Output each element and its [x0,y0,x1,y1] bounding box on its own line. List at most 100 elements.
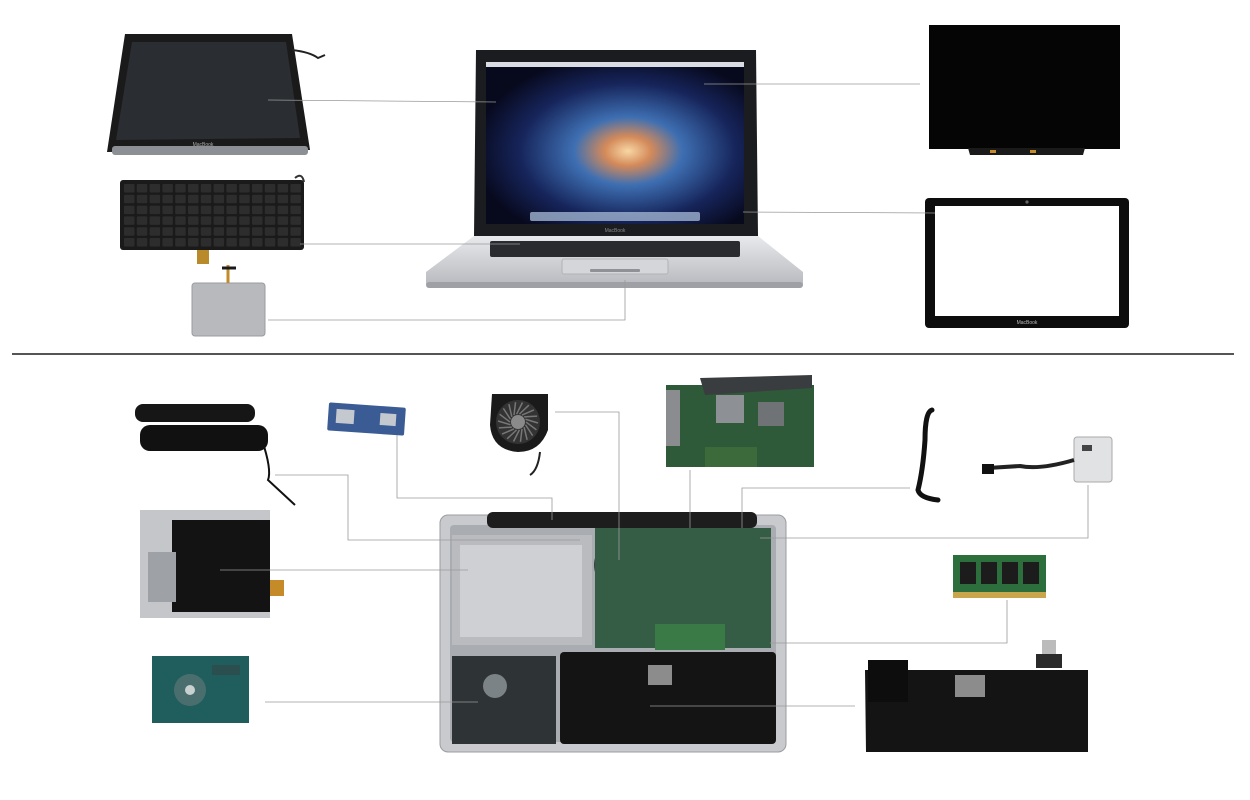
cable-icon [915,407,941,503]
fan-blade [519,428,523,442]
keyboard-key [277,194,289,204]
keyboard-key [188,205,199,215]
keyboard-key [239,184,250,193]
keyboard-key [188,238,199,247]
keyboard-key [290,238,301,247]
keyboard-key [252,205,263,215]
keyboard-key [213,205,225,215]
keyboard-key [213,238,225,247]
ram-chip [960,562,976,584]
laptop-logo-text: MacBook [605,228,626,234]
keyboard-key [239,194,250,204]
top-leader-lines [267,83,936,321]
keyboard-key [277,227,289,236]
fan-icon [490,394,548,476]
keyboard-key [136,194,148,204]
keyboard-key [188,216,199,225]
keyboard-key [252,194,263,204]
keyboard-key [124,227,135,236]
keyboard-key [149,194,161,204]
fan-blade [501,428,515,435]
keyboard-key [226,194,237,204]
keyboard-key [175,216,186,225]
wireless-card-icon [327,402,406,436]
optical-drive-icon [140,510,284,618]
open-chassis-icon [439,512,787,753]
keyboard-key [290,205,301,215]
keyboard-key [136,216,148,225]
ram-chip [981,562,997,584]
keyboard-key [277,184,289,193]
display-logo-text: MacBook [193,142,214,148]
fan-blade [525,418,539,424]
fan-blade [508,404,513,418]
keyboard-key [124,194,135,204]
keyboard-key [149,205,161,215]
keyboard-key [149,227,161,236]
ram-chip [1002,562,1018,584]
logic-board-icon [666,375,814,467]
keyboard-key [264,194,276,204]
keyboard-key [200,227,212,236]
keyboard-key [226,184,237,193]
glass-bezel-icon: MacBook [925,198,1129,328]
keyboard-key [277,205,289,215]
keyboard-key [175,184,186,193]
keyboard-key [200,184,212,193]
fan-blade [524,415,538,418]
keyboard-key [136,205,148,215]
fan-blade [521,409,535,416]
keyboard-key [252,216,263,225]
keyboard-key [264,184,276,193]
keyboard-key [239,238,250,247]
keyboard-key [188,194,199,204]
fan-blade [499,413,511,423]
power-connector-icon [982,436,1113,483]
keyboard-key [226,238,237,247]
keyboard-key [162,216,173,225]
keyboard-key [239,205,250,215]
keyboard-key [264,205,276,215]
keyboard-key [136,227,148,236]
fan-blade [512,429,521,442]
laptop-icon: MacBook [426,50,803,288]
keyboard-key [226,216,237,225]
keyboard-key [175,194,186,204]
keyboard-key [162,205,173,215]
fan-blade [524,424,534,437]
keyboard-key [226,205,237,215]
bezel-logo-text: MacBook [1017,320,1038,326]
keyboard-key [188,184,199,193]
keyboard-key [124,205,135,215]
keyboard-key [252,238,263,247]
fan-blade [497,420,511,426]
keyboard-key [213,184,225,193]
keyboard-key [213,216,225,225]
fan-blade [506,429,518,440]
fan-blade [523,426,528,440]
keyboard-key [124,184,135,193]
keyboard-key [252,184,263,193]
keyboard-key [149,216,161,225]
keyboard-key [290,227,301,236]
keyboard-key [175,238,186,247]
keyboard-key [264,216,276,225]
keyboard-key [200,205,212,215]
keyboard-key [162,194,173,204]
keyboard-key [239,216,250,225]
fan-blade [515,402,524,415]
keyboard-key [175,227,186,236]
keyboard-key [124,216,135,225]
fan-blade [518,404,530,415]
fan-blade [502,407,512,420]
keyboard-key [124,238,135,247]
keyboard-key [239,227,250,236]
keyboard-key [188,227,199,236]
ram-chip [1023,562,1039,584]
display-assembly-icon: MacBook [107,34,326,155]
keyboard-icon [120,174,305,264]
keyboard-key [277,238,289,247]
keyboard-key [290,194,301,204]
keyboard-key [200,216,212,225]
